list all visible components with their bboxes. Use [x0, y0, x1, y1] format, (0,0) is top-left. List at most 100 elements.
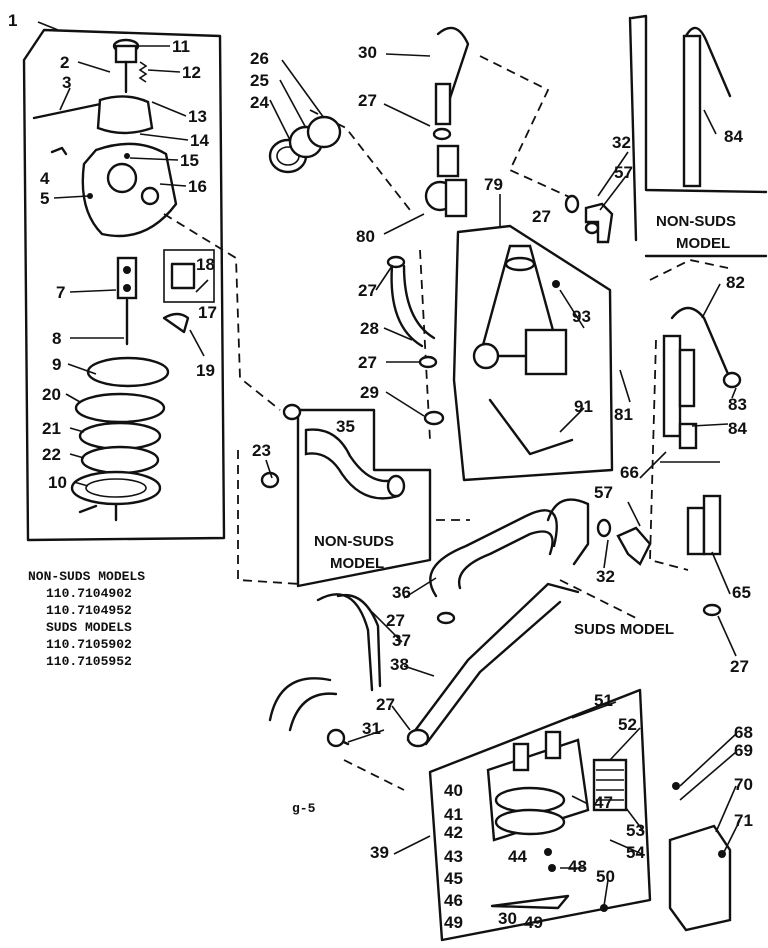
model-list-line: 110.7104952	[46, 603, 132, 618]
model-list-line: 110.7105902	[46, 637, 132, 652]
callout-label: 24	[250, 93, 269, 112]
callout-label: 27	[532, 207, 551, 226]
model-list-line: 110.7104902	[46, 586, 132, 601]
callout-label: 49	[444, 913, 463, 932]
callout-label: 29	[360, 383, 379, 402]
callout-label: 82	[726, 273, 745, 292]
callout-label: 3	[62, 73, 71, 92]
callout-label: 25	[250, 71, 269, 90]
callout-label: 46	[444, 891, 463, 910]
callout-label: 49	[524, 913, 543, 932]
suds-model-title: SUDS MODEL	[574, 621, 674, 638]
callout-label: 16	[188, 177, 207, 196]
callout-label: 18	[196, 255, 215, 274]
callout-label: 68	[734, 723, 753, 742]
callout-label: 28	[360, 319, 379, 338]
callout-label: 39	[370, 843, 389, 862]
callout-label: 1	[8, 11, 17, 30]
callout-label: 23	[252, 441, 271, 460]
non-suds-right-title-1: NON-SUDS	[656, 213, 736, 230]
callout-label: 5	[40, 189, 49, 208]
callout-label: 84	[728, 419, 747, 438]
motor-assembly-39	[428, 688, 652, 942]
callout-label: 27	[730, 657, 749, 676]
left-leaders	[37, 21, 209, 487]
model-list-line: NON-SUDS MODELS	[28, 569, 145, 584]
callout-label: 47	[594, 793, 613, 812]
callout-label: 12	[182, 63, 201, 82]
callout-label: 40	[444, 781, 463, 800]
callout-label: 19	[196, 361, 215, 380]
callout-labels: 1 2 3 4 5 7 8 9 10 11 12 13 14 15 16 17 …	[8, 11, 753, 932]
callout-label: 17	[198, 303, 217, 322]
callout-label: 10	[48, 473, 67, 492]
non-suds-center-title-2: MODEL	[330, 555, 384, 572]
callout-label: 15	[180, 151, 199, 170]
model-list-line: SUDS MODELS	[46, 620, 132, 635]
page-code: g-5	[292, 801, 316, 816]
callout-label: 57	[614, 163, 633, 182]
callout-label: 32	[596, 567, 615, 586]
callout-label: 44	[508, 847, 527, 866]
callout-label: 83	[728, 395, 747, 414]
callout-label: 30	[498, 909, 517, 928]
callout-label: 21	[42, 419, 61, 438]
callout-label: 35	[336, 417, 355, 436]
callout-label: 26	[250, 49, 269, 68]
callout-label: 8	[52, 329, 61, 348]
callout-label: 27	[358, 353, 377, 372]
callout-label: 57	[594, 483, 613, 502]
callout-label: 71	[734, 811, 753, 830]
callout-label: 4	[40, 169, 50, 188]
callout-label: 70	[734, 775, 753, 794]
callout-label: 81	[614, 405, 633, 424]
callout-label: 38	[390, 655, 409, 674]
callout-label: 20	[42, 385, 61, 404]
right-leaders	[265, 53, 741, 907]
callout-label: 84	[724, 127, 743, 146]
callout-label: 69	[734, 741, 753, 760]
non-suds-right-box	[628, 14, 768, 258]
callout-label: 27	[358, 91, 377, 110]
dashed-connectors	[163, 55, 729, 791]
callout-label: 30	[358, 43, 377, 62]
callout-label: 11	[172, 37, 190, 56]
callout-label: 36	[392, 583, 411, 602]
non-suds-center-title-1: NON-SUDS	[314, 533, 394, 550]
callout-label: 13	[188, 107, 207, 126]
pump-assembly-79	[452, 224, 614, 482]
callout-label: 27	[376, 695, 395, 714]
callout-label: 93	[572, 307, 591, 326]
pump-valve-assembly	[22, 28, 226, 542]
callout-label: 80	[356, 227, 375, 246]
callout-label: 54	[626, 843, 645, 862]
callout-label: 31	[362, 719, 381, 738]
callout-label: 48	[568, 857, 587, 876]
hoses-bottom	[260, 403, 652, 748]
callout-label: 9	[52, 355, 61, 374]
callout-label: 27	[358, 281, 377, 300]
callout-label: 27	[386, 611, 405, 630]
non-suds-center-box	[296, 408, 432, 588]
bracket-70	[668, 782, 732, 932]
callout-label: 22	[42, 445, 61, 464]
box-titles: NON-SUDS MODEL NON-SUDS MODEL SUDS MODEL	[314, 213, 736, 638]
callout-label: 41	[444, 805, 463, 824]
callout-label: 45	[444, 869, 463, 888]
callout-label: 42	[444, 823, 463, 842]
callout-label: 43	[444, 847, 463, 866]
callout-label: 91	[574, 397, 593, 416]
callout-label: 50	[596, 867, 615, 886]
callout-label: 2	[60, 53, 69, 72]
callout-label: 79	[484, 175, 503, 194]
callout-label: 66	[620, 463, 639, 482]
hoses-top-center	[268, 26, 742, 617]
non-suds-right-title-2: MODEL	[676, 235, 730, 252]
callout-label: 7	[56, 283, 65, 302]
model-list-line: 110.7105952	[46, 654, 132, 669]
callout-label: 65	[732, 583, 751, 602]
callout-label: 52	[618, 715, 637, 734]
callout-label: 32	[612, 133, 631, 152]
callout-label: 14	[190, 131, 209, 150]
